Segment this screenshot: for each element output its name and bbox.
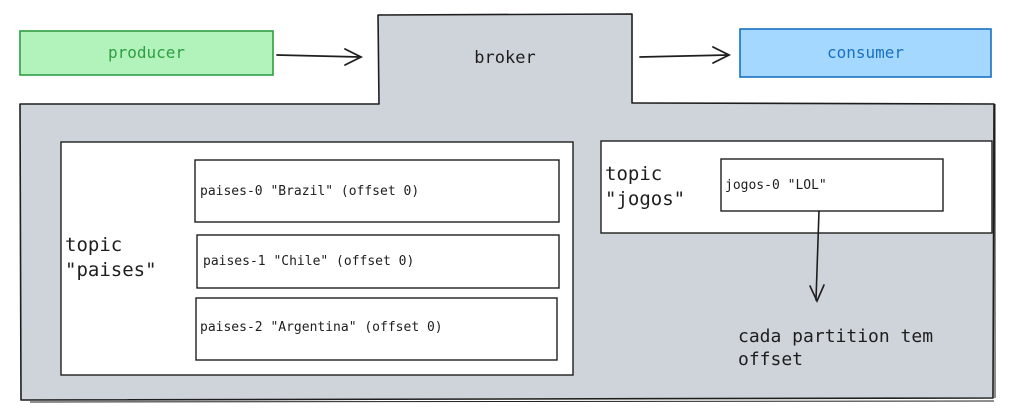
- offset-note: cada partition tem offset: [738, 326, 934, 370]
- arrow-producer-to-broker: [276, 48, 364, 66]
- partition-paises-2-box: [195, 297, 558, 361]
- broker-label: broker: [474, 47, 536, 68]
- producer-box: [19, 30, 274, 76]
- consumer-box: [739, 28, 992, 78]
- arrow-jogos-to-note: [809, 210, 825, 303]
- partition-paises-1-box: [196, 234, 560, 289]
- partition-paises-0-box: [194, 159, 560, 223]
- broker-bottom-stroke: [29, 400, 995, 403]
- producer-label: producer: [107, 43, 186, 62]
- consumer-label: consumer: [826, 43, 905, 62]
- topic-paises-label: topic "paises": [65, 234, 157, 281]
- partition-paises-1-label: paises-1 "Chile" (offset 0): [203, 254, 415, 269]
- partition-jogos-0-box: [720, 158, 944, 212]
- partition-paises-2-label: paises-2 "Argentina" (offset 0): [200, 320, 443, 335]
- topic-jogos-label: topic "jogos": [605, 163, 686, 210]
- partition-jogos-0-label: jogos-0 "LOL": [725, 178, 827, 193]
- arrow-broker-to-consumer: [639, 46, 732, 64]
- partition-paises-0-label: paises-0 "Brazil" (offset 0): [200, 184, 420, 199]
